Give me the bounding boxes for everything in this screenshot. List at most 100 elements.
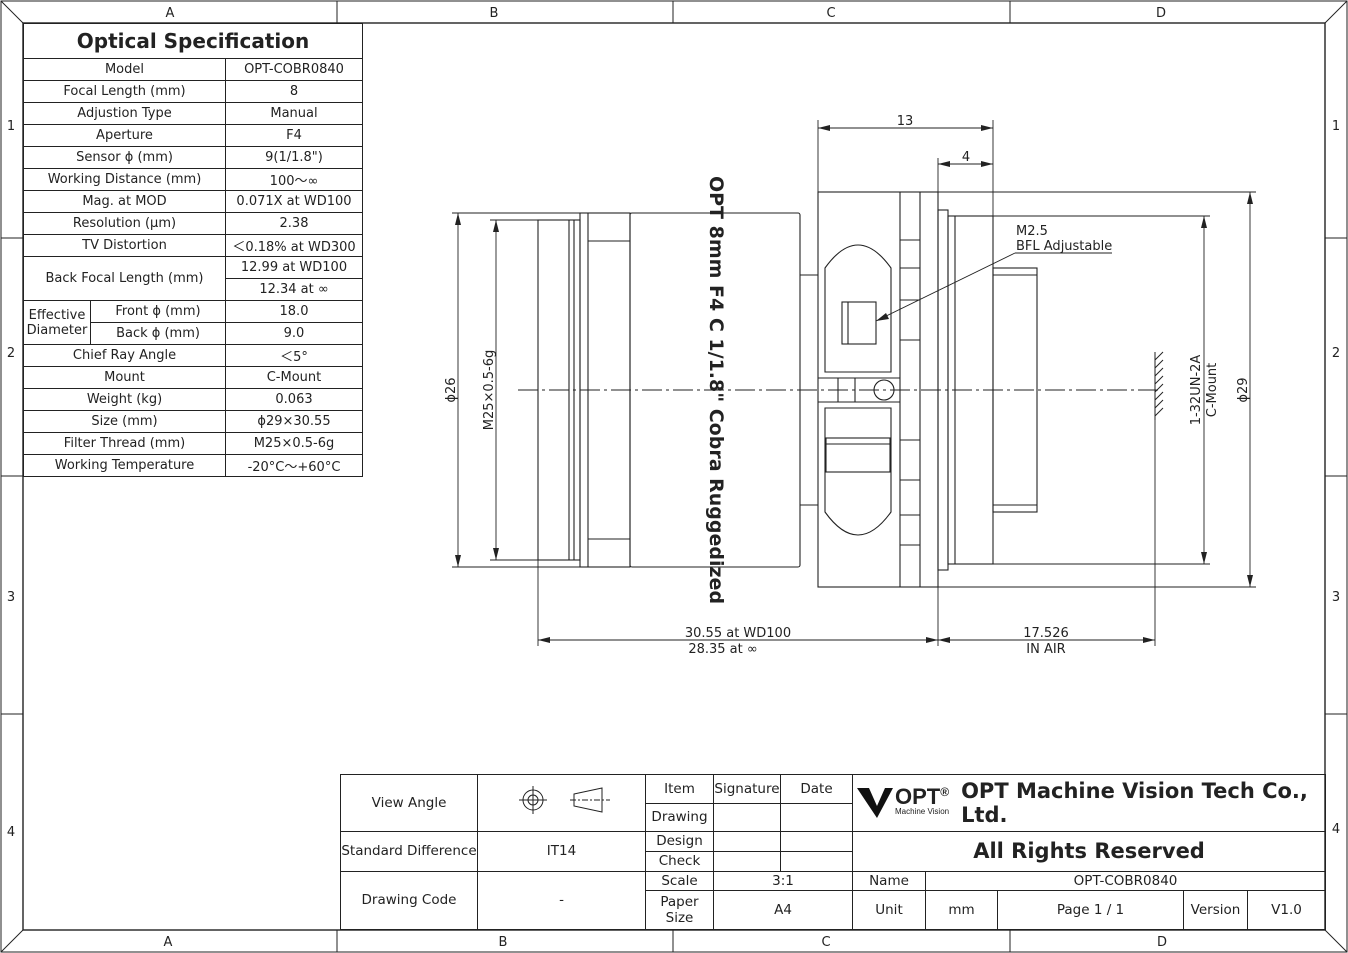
mount-name-label: C-Mount <box>1205 363 1220 418</box>
name-value: OPT-COBR0840 <box>924 870 1327 892</box>
spec-label: Focal Length (mm) <box>23 80 226 103</box>
spec-value: M25×0.5-6g <box>225 432 363 455</box>
zone-col-d-bottom: D <box>1157 935 1167 950</box>
spec-label: Size (mm) <box>23 410 226 433</box>
bfl-screw <box>841 301 877 345</box>
zone-col-a: A <box>166 6 175 21</box>
company-name: OPT Machine Vision Tech Co., Ltd. <box>961 779 1308 828</box>
spec-label-back: Back ϕ (mm) <box>90 322 226 345</box>
spec-value: 0.063 <box>225 388 363 411</box>
spec-value: F4 <box>225 124 363 147</box>
upper-slot <box>824 244 892 373</box>
page-number: Page 1 / 1 <box>997 890 1184 930</box>
len-wd100: 30.55 at WD100 <box>685 626 791 641</box>
dim-phi29: ϕ29 <box>1236 377 1251 402</box>
spec-value-bfl-wd100: 12.99 at WD100 <box>225 256 363 279</box>
design-label: Design <box>645 831 714 852</box>
dimension-lines <box>452 120 1256 646</box>
drawing-label: Drawing <box>645 802 714 833</box>
company-cell: OPT® Machine Vision OPT Machine Vision T… <box>851 773 1327 833</box>
paper-size-label: Paper Size <box>645 890 714 930</box>
date-header: Date <box>780 774 853 804</box>
zone-col-d: D <box>1156 6 1166 21</box>
view-angle-cell <box>477 773 646 833</box>
spec-value-front: 18.0 <box>225 300 363 323</box>
spec-value: 0.071X at WD100 <box>225 190 363 213</box>
bfl-callout: BFL Adjustable <box>1016 239 1112 254</box>
signature-header: Signature <box>713 774 781 804</box>
zone-col-b-bottom: B <box>499 935 508 950</box>
len-inf: 28.35 at ∞ <box>688 642 757 657</box>
drawing-date <box>780 802 853 833</box>
drawing-code-value: - <box>477 870 646 931</box>
scale-value: 3:1 <box>713 870 853 892</box>
spec-title: Optical Specification <box>23 23 363 59</box>
spec-label: Sensor ϕ (mm) <box>23 146 226 169</box>
dim-m25: M25×0.5-6g <box>482 350 497 431</box>
spec-label: Aperture <box>23 124 226 147</box>
zone-row-1: 1 <box>7 119 15 134</box>
unit-value: mm <box>925 890 998 930</box>
drawing-code-label: Drawing Code <box>340 870 478 931</box>
spec-label-front: Front ϕ (mm) <box>90 300 226 323</box>
spec-value: Manual <box>225 102 363 125</box>
item-header: Item <box>645 774 714 804</box>
zone-row-1-right: 1 <box>1332 119 1340 134</box>
spec-value: ϕ29×30.55 <box>225 410 363 433</box>
spec-label: Adjustion Type <box>23 102 226 125</box>
spec-label: Mag. at MOD <box>23 190 226 213</box>
opt-logo-mark-icon <box>857 788 893 819</box>
design-signature <box>713 831 781 852</box>
dim-phi26: ϕ26 <box>444 377 459 402</box>
title-block: View Angle Item Signature Date OPT® Mach… <box>340 773 1327 931</box>
zone-row-3-right: 3 <box>1332 590 1340 605</box>
version-label: Version <box>1183 890 1248 930</box>
rights-reserved: All Rights Reserved <box>851 831 1327 872</box>
unit-label: Unit <box>852 890 926 930</box>
spec-label: Resolution (μm) <box>23 212 226 235</box>
barrel-engraving: OPT 8mm F4 C 1/1.8" Cobra Ruggedized <box>705 176 727 604</box>
lower-screw <box>825 437 891 473</box>
spec-value: 100～∞ <box>225 168 363 191</box>
scale-label: Scale <box>645 870 714 892</box>
image-plane <box>1154 351 1164 420</box>
std-diff-value: IT14 <box>477 831 646 872</box>
registered-icon: ® <box>940 785 950 800</box>
spec-label: TV Distortion <box>23 234 226 257</box>
spec-value-back: 9.0 <box>225 322 363 345</box>
spec-value: C-Mount <box>225 366 363 389</box>
paper-size-value: A4 <box>713 890 853 930</box>
logo-subtitle: Machine Vision <box>894 807 950 817</box>
spec-value: ＜0.18% at WD300 <box>225 234 363 257</box>
spec-label: Mount <box>23 366 226 389</box>
spec-value: 9(1/1.8") <box>225 146 363 169</box>
spec-label: Filter Thread (mm) <box>23 432 226 455</box>
zone-row-4-right: 4 <box>1332 822 1340 837</box>
name-label: Name <box>852 870 926 892</box>
spec-label-eff-1: Effective <box>28 307 86 323</box>
view-angle-label: View Angle <box>340 773 478 833</box>
zone-row-2-right: 2 <box>1332 346 1340 361</box>
zone-col-c-bottom: C <box>821 935 830 950</box>
drawing-signature <box>713 802 781 833</box>
dimension-arrows <box>455 125 1253 643</box>
spec-value: ＜5° <box>225 344 363 367</box>
spec-value: 8 <box>225 80 363 103</box>
spec-label-bfl: Back Focal Length (mm) <box>23 256 226 301</box>
opt-logo: OPT® Machine Vision <box>857 786 949 820</box>
std-diff-label: Standard Difference <box>340 831 478 872</box>
lens-drawing <box>537 191 1038 588</box>
bfl-in-air: IN AIR <box>1026 642 1065 657</box>
spec-value-bfl-inf: 12.34 at ∞ <box>225 278 363 301</box>
dim-13: 13 <box>897 114 914 129</box>
zone-col-b: B <box>490 6 499 21</box>
logo-word: OPT <box>894 784 941 810</box>
lower-slot <box>824 407 892 536</box>
mount-thread-label: 1-32UN-2A <box>1189 355 1204 426</box>
spec-label: Working Distance (mm) <box>23 168 226 191</box>
